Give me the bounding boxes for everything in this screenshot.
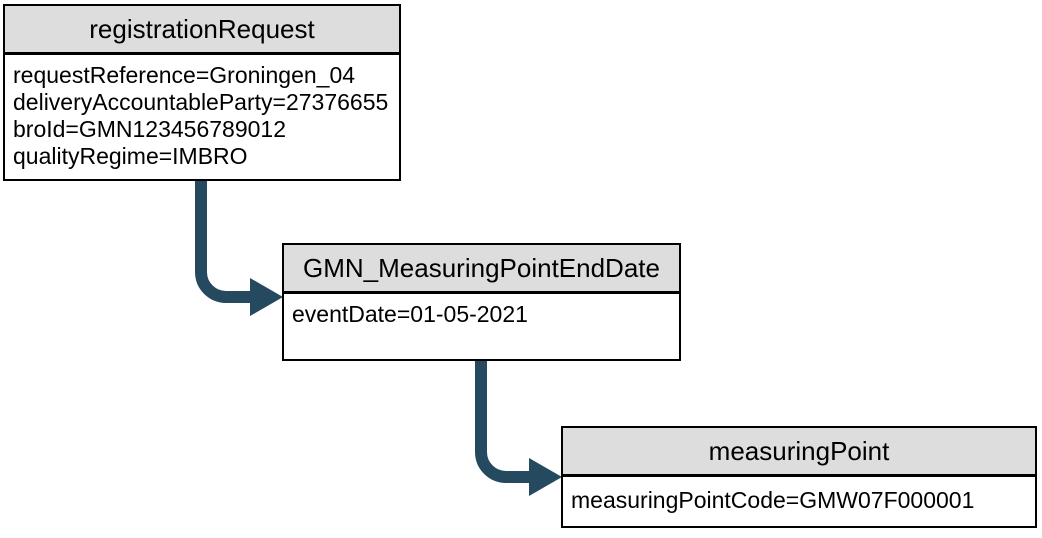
connector-arrow-1-line <box>195 181 251 303</box>
node-gmn-measuring-point-end-date-body: eventDate=01-05-2021 <box>284 294 679 328</box>
node-measuring-point: measuringPoint measuringPointCode=GMW07F… <box>561 426 1037 528</box>
connector-arrow-2 <box>475 361 562 496</box>
node-gmn-measuring-point-end-date-title: GMN_MeasuringPointEndDate <box>303 252 660 283</box>
node-registration-request-header: registrationRequest <box>5 6 399 55</box>
attribute-event-date: eventDate=01-05-2021 <box>292 301 528 327</box>
node-registration-request: registrationRequest requestReference=Gro… <box>3 4 401 181</box>
node-measuring-point-body: measuringPointCode=GMW07F000001 <box>563 477 1035 514</box>
attribute-quality-regime: qualityRegime=IMBRO <box>13 143 248 169</box>
node-registration-request-title: registrationRequest <box>89 13 315 44</box>
node-measuring-point-title: measuringPoint <box>708 435 890 466</box>
node-measuring-point-header: measuringPoint <box>563 428 1035 477</box>
attribute-measuring-point-code: measuringPointCode=GMW07F000001 <box>571 487 975 513</box>
attribute-request-reference: requestReference=Groningen_04 <box>13 62 356 88</box>
attribute-delivery-accountable-party: deliveryAccountableParty=27376655 <box>13 89 389 115</box>
connector-arrow-2-head <box>529 458 562 496</box>
node-registration-request-body: requestReference=Groningen_04 deliveryAc… <box>5 55 399 170</box>
connector-arrow-1-head <box>250 278 283 316</box>
connector-arrow-1 <box>195 181 283 316</box>
connector-arrow-2-line <box>475 361 530 483</box>
node-gmn-measuring-point-end-date-header: GMN_MeasuringPointEndDate <box>284 245 679 294</box>
node-gmn-measuring-point-end-date: GMN_MeasuringPointEndDate eventDate=01-0… <box>282 243 681 361</box>
attribute-bro-id: broId=GMN123456789012 <box>13 116 287 142</box>
